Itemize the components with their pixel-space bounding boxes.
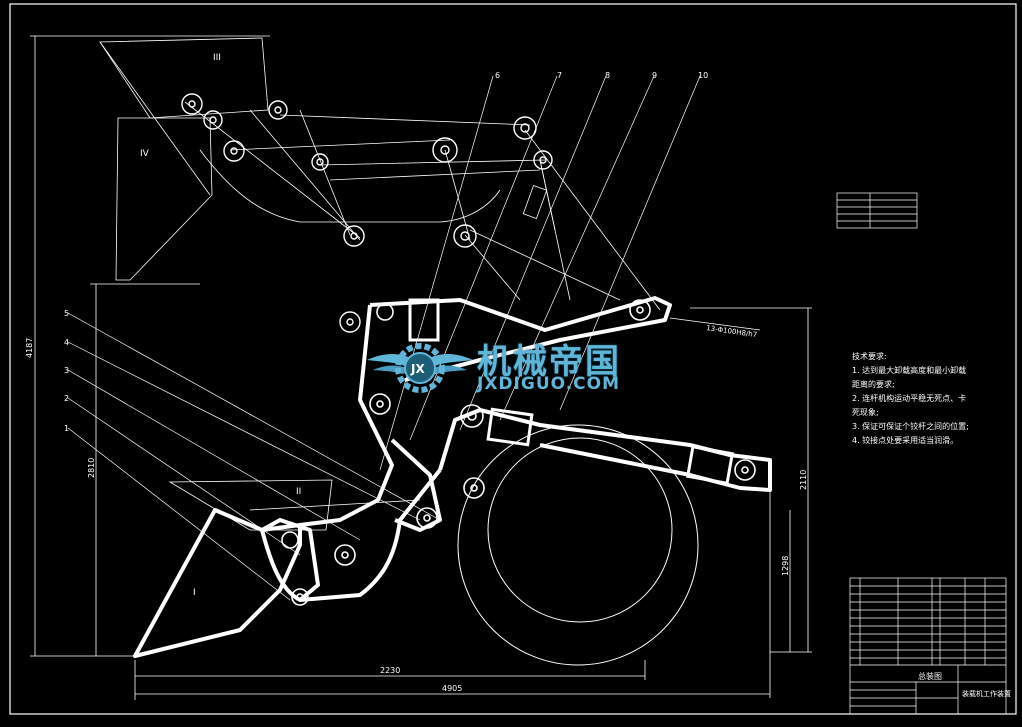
notes-line: 1. 达到最大卸载高度和最小卸载 [852,366,967,375]
part-numbers: 6 7 8 9 10 5 4 3 2 1 [64,71,708,433]
part-number: 3 [64,366,69,375]
part-number: 5 [64,309,69,318]
part-number: 2 [64,394,69,403]
title-block [849,577,1007,715]
dim-right-height: 2110 [799,470,808,490]
notes-line: 4. 铰接点处要采用适当润滑。 [852,436,959,445]
dim-overall-height: 4187 [25,338,34,358]
dim-wheel-height: 1298 [781,556,790,576]
part-number: 9 [652,71,657,80]
lower-pins [281,299,756,606]
region-label: II [296,487,301,497]
watermark: JX 机械帝国 JXDIGUO.COM [365,330,665,410]
notes-line: 死现象; [852,408,879,417]
drawing-title: 装载机工作装置 [962,689,1011,698]
region-labels: III IV II I [140,53,301,598]
region-label: IV [140,149,150,159]
region-label: III [213,53,221,63]
watermark-english: JXDIGUO.COM [477,374,621,394]
part-number: 10 [698,71,708,80]
watermark-chinese: 机械帝国 [477,342,621,382]
dim-left-height: 2810 [87,458,96,478]
assembly-label: 总装图 [918,671,942,681]
part-number: 4 [64,338,69,347]
dimension-lines [30,35,812,700]
wheel [457,424,699,666]
notes-line: 3. 保证可保证个铰杆之间的位置; [852,422,969,431]
badge-text: JX [410,362,425,376]
dim-overall-length: 4905 [442,684,462,693]
part-number: 1 [64,424,69,433]
sheet-border [9,3,1017,715]
region-label: I [193,588,196,598]
part-number: 7 [557,71,562,80]
notes-heading: 技术要求: [852,352,887,361]
callout-leader [669,317,761,331]
dim-reach: 2230 [380,666,400,675]
cylinders [408,298,735,485]
leader-lines [67,75,701,601]
raised-pins [181,93,553,333]
title-block-text: 总装图 装载机工作装置 [918,671,1011,698]
part-number: 8 [605,71,610,80]
notes-line: 距离的要求; [852,380,895,389]
gear-logo-icon: JX [367,343,473,393]
notes-line: 2. 连杆机构运动平稳无死点、卡 [852,394,967,403]
part-number: 6 [495,71,500,80]
raised-position [99,37,661,311]
technical-notes: 技术要求: 1. 达到最大卸载高度和最小卸载 距离的要求; 2. 连杆机构运动平… [852,350,1002,448]
small-table [836,192,918,229]
